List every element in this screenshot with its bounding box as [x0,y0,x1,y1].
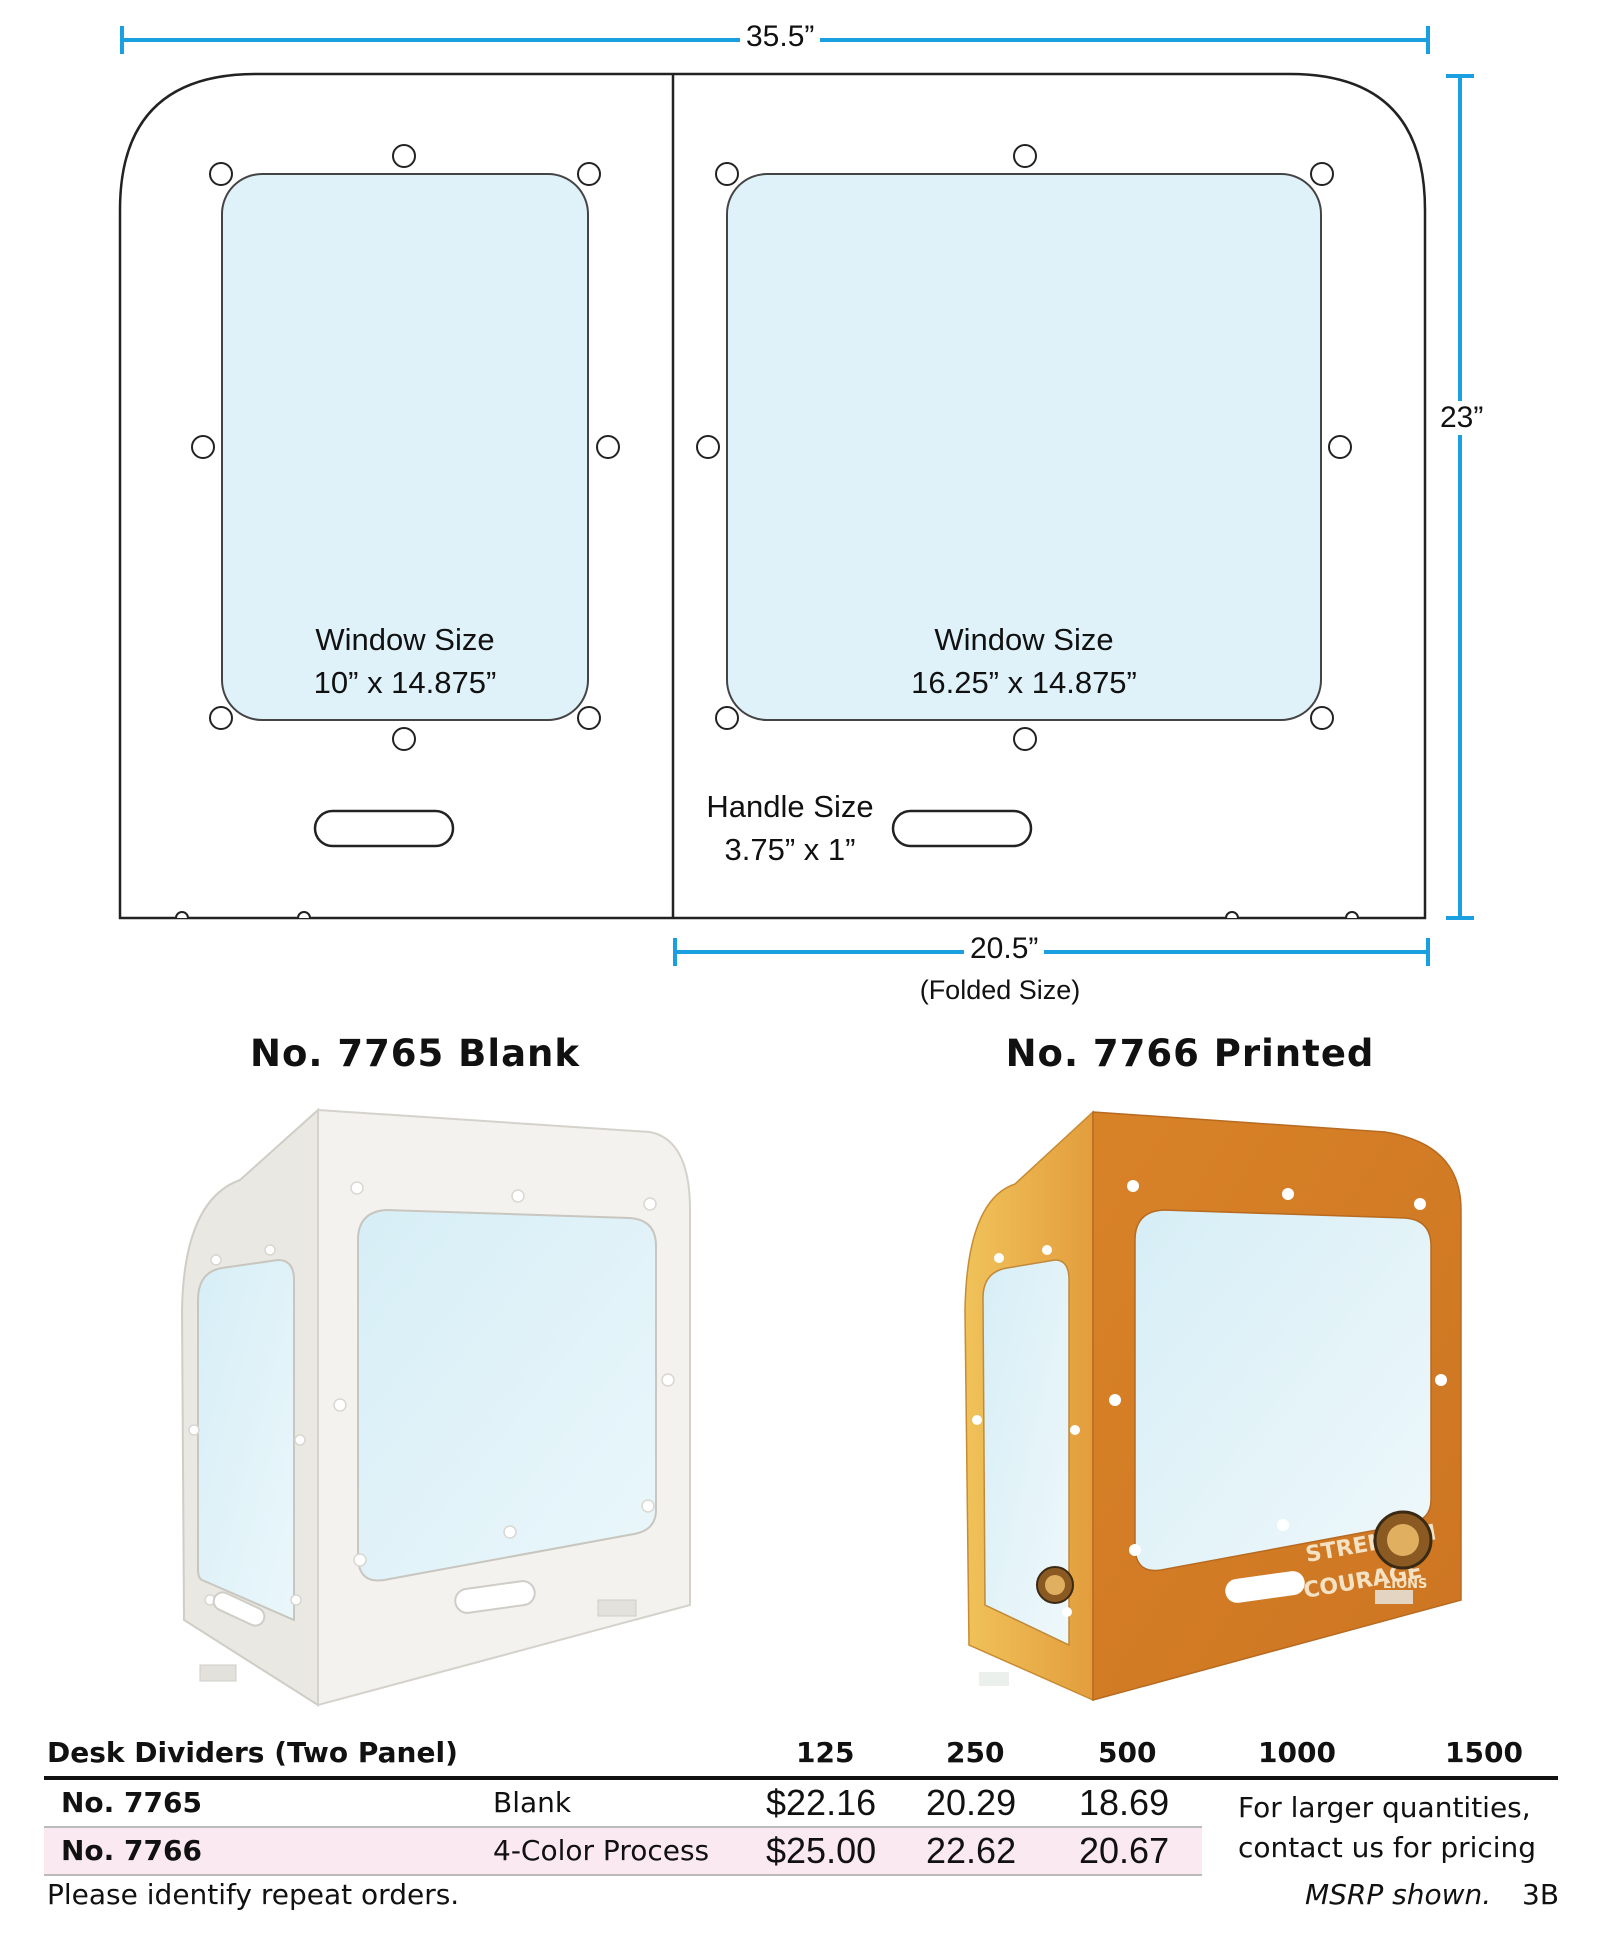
table-row: No. 7765 Blank $22.16 20.29 18.69 [44,1780,1202,1826]
left-window [221,173,589,721]
handle-size: 3.75” x 1” [724,832,856,867]
lion-logo-icon: LIONS [1373,1510,1433,1592]
overall-width-label: 35.5” [740,20,821,54]
handle-size-label: Handle Size 3.75” x 1” [680,785,900,871]
qty-header-125: 125 [796,1736,855,1769]
product-title-printed: No. 7766 Printed [1005,1032,1375,1075]
folded-width-dimension [673,938,1430,966]
table-row: No. 7766 4-Color Process $25.00 22.62 20… [44,1828,1202,1874]
side-lion-logo-icon [1036,1566,1074,1604]
larger-note-line-2: contact us for pricing [1238,1831,1537,1864]
larger-note-line-1: For larger quantities, [1238,1791,1531,1824]
row-price-125: $22.16 [766,1782,877,1823]
row-item-number: No. 7765 [61,1786,202,1819]
repeat-orders-note: Please identify repeat orders. [47,1878,460,1911]
bottom-notches [175,911,1359,919]
row-description: 4-Color Process [493,1834,710,1867]
qty-header-250: 250 [946,1736,1005,1769]
overall-height-dimension [1446,74,1474,920]
qty-header-1500: 1500 [1445,1736,1523,1769]
right-window-size: 16.25” x 14.875” [911,665,1137,700]
row-description: Blank [493,1786,572,1819]
row-price-250: 20.29 [926,1782,1017,1823]
table-bottom-rule [44,1874,1202,1876]
row-price-500: 20.67 [1079,1830,1170,1871]
printed-divider-image: STRENGTH COURAGE LIONS [964,1110,1462,1702]
blank-divider-image [180,1107,691,1707]
qty-header-500: 500 [1098,1736,1157,1769]
larger-quantities-note: For larger quantities, contact us for pr… [1238,1788,1536,1868]
qty-header-1000: 1000 [1258,1736,1336,1769]
left-handle [313,809,455,848]
folded-width-label: 20.5” [964,932,1045,966]
right-window [726,173,1322,721]
folded-size-caption: (Folded Size) [919,975,1081,1005]
mounting-holes [191,144,1352,751]
handle-title: Handle Size [706,789,874,824]
dimension-diagram [118,26,1474,966]
lion-logo-text: LIONS [1383,1577,1427,1592]
right-window-title: Window Size [934,622,1114,657]
table-header-rule [44,1776,1558,1780]
row-price-250: 22.62 [926,1830,1017,1871]
right-window-label: Window Size 16.25” x 14.875” [727,618,1321,704]
msrp-note: MSRP shown. [1305,1878,1492,1911]
table-title: Desk Dividers (Two Panel) [47,1736,458,1769]
row-price-500: 18.69 [1079,1782,1170,1823]
row-item-number: No. 7766 [61,1834,202,1867]
page-number: 3B [1522,1878,1560,1911]
left-window-size: 10” x 14.875” [313,665,497,700]
right-handle [891,809,1033,848]
row-price-125: $25.00 [766,1830,877,1871]
product-title-blank: No. 7765 Blank [250,1032,580,1075]
left-window-title: Window Size [315,622,495,657]
left-window-label: Window Size 10” x 14.875” [222,618,588,704]
table-row-divider [44,1826,1202,1828]
overall-height-label: 23” [1434,401,1490,435]
